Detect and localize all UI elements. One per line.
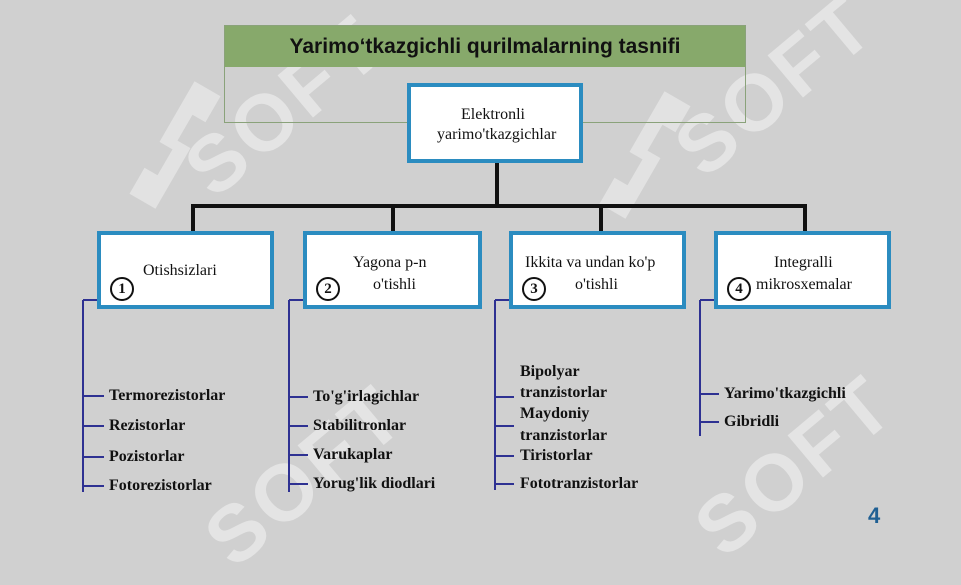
category-label: Ikkita va undan ko'p: [525, 254, 656, 271]
page-title: Yarimo‘tkazgichli qurilmalarning tasnifi: [289, 34, 681, 58]
list-item: Fotorezistorlar: [109, 477, 212, 494]
list-item: Stabilitronlar: [313, 417, 407, 434]
page-number: 4: [868, 503, 881, 528]
category-label: Otishsizlari: [143, 262, 217, 279]
root-box: Elektronli yarimo'tkazgichlar: [407, 83, 583, 163]
list-item: Yorug'lik diodlari: [313, 475, 436, 492]
category-number-badge: 3: [522, 277, 546, 301]
list-item: Varukaplar: [313, 446, 393, 463]
category-label: Integralli: [774, 254, 833, 271]
list-item: Tiristorlar: [520, 447, 593, 464]
watermark-logo-icon: [129, 81, 221, 209]
category-label: o'tishli: [575, 276, 618, 293]
category-box-2: Yagona p-n o'tishli 2: [303, 231, 482, 309]
list-item: Yarimo'tkazgichli: [724, 385, 846, 402]
list-item: Pozistorlar: [109, 448, 185, 465]
list-item: Bipolyar: [520, 363, 580, 380]
list-item: Maydoniy: [520, 405, 590, 422]
list-item: Fototranzistorlar: [520, 475, 639, 492]
category-box-4: Integralli mikrosxemalar 4: [714, 231, 891, 309]
category-box-1: Otishsizlari 1: [97, 231, 274, 309]
watermark-logo-icon: [599, 91, 691, 219]
category-box-3: Ikkita va undan ko'p o'tishli 3: [509, 231, 686, 309]
category-label: Yagona p-n: [353, 254, 427, 271]
root-label-line2: yarimo'tkazgichlar: [437, 126, 557, 143]
category-number-badge: 1: [110, 277, 134, 301]
list-item: Termorezistorlar: [109, 387, 226, 404]
list-item: tranzistorlar: [520, 384, 608, 401]
category-number-badge: 2: [316, 277, 340, 301]
connector-lines: [82, 161, 807, 492]
title-band: Yarimo‘tkazgichli qurilmalarning tasnifi: [224, 25, 746, 123]
list-item: Rezistorlar: [109, 417, 186, 434]
category-label: mikrosxemalar: [756, 276, 852, 293]
list-item: To'g'irlagichlar: [313, 388, 420, 405]
list-item: tranzistorlar: [520, 427, 608, 444]
category-number-badge: 4: [727, 277, 751, 301]
category-label: o'tishli: [373, 276, 416, 293]
list-item: Gibridli: [724, 413, 780, 430]
root-label-line1: Elektronli: [461, 106, 525, 123]
